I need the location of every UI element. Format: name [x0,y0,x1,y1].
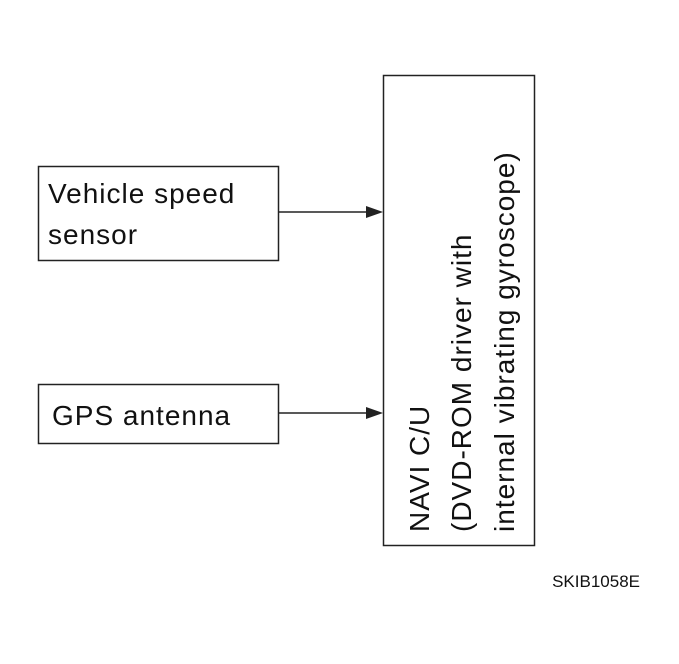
arrow-gps-to-navi [278,407,383,419]
gps-antenna-box [37,383,280,445]
figure-code: SKIB1058E [552,572,640,591]
arrow-head-icon [366,407,383,419]
navi-cu-label-line1: NAVI C/U [404,405,435,532]
arrow-head-icon [366,206,383,218]
navi-cu-block: NAVI C/U (DVD-ROM driver with internal v… [382,74,536,547]
navi-cu-box [382,74,536,547]
vehicle-speed-sensor-block: Vehicle speed sensor [37,165,280,262]
vehicle-speed-sensor-box [37,165,280,262]
gps-antenna-block: GPS antenna [37,383,280,445]
vehicle-speed-sensor-label-line1: Vehicle speed [48,178,235,209]
vehicle-speed-sensor-label-line2: sensor [48,219,138,250]
navi-cu-label-line3: internal vibrating gyroscope) [489,151,520,532]
gps-antenna-label: GPS antenna [52,400,231,431]
navi-cu-label-line2: (DVD-ROM driver with [446,234,477,532]
arrow-vehicle-speed-to-navi [278,206,383,218]
